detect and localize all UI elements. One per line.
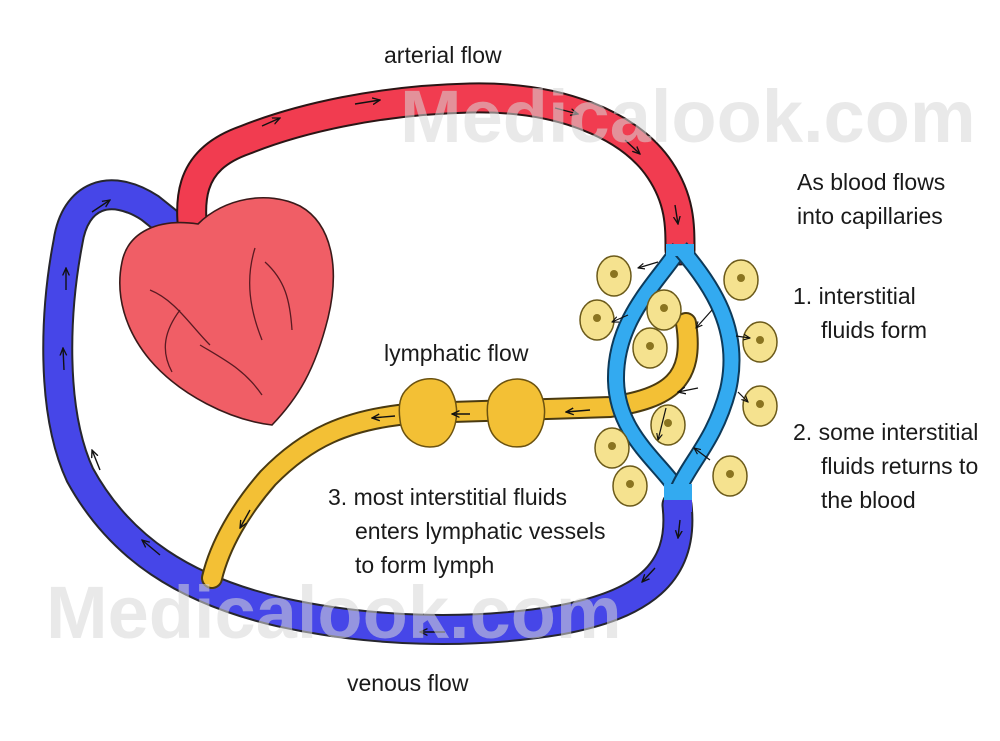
step-3-line-2: enters lymphatic vessels	[355, 518, 606, 544]
venous-vessel-fill	[44, 181, 692, 643]
lymphatic-vessel-fill	[203, 314, 697, 587]
step-2-line-3: the blood	[821, 487, 916, 513]
arterial-vessel-fill	[178, 84, 694, 274]
flow-arrows	[63, 100, 699, 632]
cell-nucleus	[664, 419, 672, 427]
cell-nucleus	[660, 304, 668, 312]
lymph-node-2	[486, 378, 546, 448]
watermark-bottom: Medicalook.com	[46, 571, 622, 654]
cell-nucleus	[593, 314, 601, 322]
interstitial-cells	[579, 255, 778, 507]
lymph-node-1	[398, 378, 458, 448]
step-3-line-1: 3. most interstitial fluids	[328, 484, 568, 510]
step-2-line-2: fluids returns to	[821, 453, 979, 479]
cell-nucleus	[756, 400, 764, 408]
lymphatic-flow-label: lymphatic flow	[384, 340, 529, 366]
venous-flow-label: venous flow	[347, 670, 469, 696]
intro-line-2: into capillaries	[797, 203, 943, 229]
arterial-flow-label: arterial flow	[384, 42, 502, 68]
step-1-line-1: 1. interstitial	[793, 283, 916, 309]
cell-nucleus	[726, 470, 734, 478]
capillary-venous-blend	[664, 500, 692, 512]
step-1-line-2: fluids form	[821, 317, 928, 343]
cell-nucleus	[608, 442, 616, 450]
capillary-bed-right-fill	[671, 243, 739, 493]
capillary-bed-fill	[608, 244, 686, 495]
cell-nucleus	[737, 274, 745, 282]
cell-nucleus	[610, 270, 618, 278]
step-2-line-1: 2. some interstitial	[793, 419, 979, 445]
watermark-top: Medicalook.com	[400, 75, 976, 158]
cell-nucleus	[646, 342, 654, 350]
step-3-line-3: to form lymph	[355, 552, 495, 578]
cell-nucleus	[626, 480, 634, 488]
fluid-exchange-arrows	[612, 261, 750, 461]
cell-nucleus	[756, 336, 764, 344]
intro-line-1: As blood flows	[797, 169, 946, 195]
heart-vessel-lines	[149, 247, 293, 396]
capillary-arterial-end	[666, 244, 694, 256]
heart	[119, 196, 334, 426]
